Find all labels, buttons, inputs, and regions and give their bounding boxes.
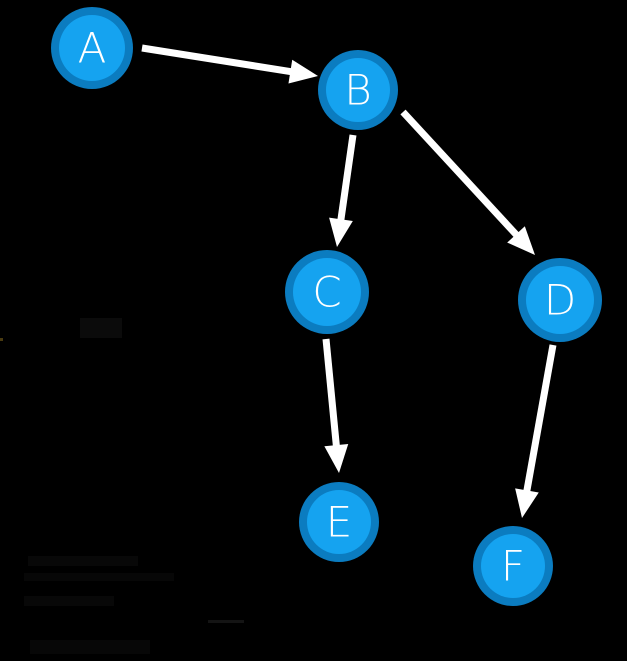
graph-node-D[interactable]: D (518, 258, 602, 342)
graph-node-A[interactable]: A (51, 7, 133, 89)
background-artifact-0 (80, 318, 122, 338)
background-artifact-3 (24, 573, 174, 581)
node-body[interactable] (526, 266, 594, 334)
arrowhead-A-B (288, 59, 318, 84)
background-artifact-5 (30, 640, 150, 654)
edge-B-D (400, 109, 522, 240)
node-body[interactable] (481, 534, 545, 598)
graph-node-B[interactable]: B (318, 50, 398, 130)
graph-node-C[interactable]: C (285, 250, 369, 334)
arrowhead-C-E (324, 443, 349, 473)
background-artifact-4 (24, 596, 114, 606)
edge-D-F (522, 344, 557, 495)
edge-B-C (336, 134, 357, 224)
edge-A-B (141, 44, 295, 76)
node-body[interactable] (59, 15, 125, 81)
arrowhead-D-F (515, 488, 539, 518)
graph-node-E[interactable]: E (299, 482, 379, 562)
node-body[interactable] (326, 58, 390, 122)
background-artifact-6 (208, 620, 244, 623)
background-artifact-2 (28, 556, 138, 566)
graph-node-F[interactable]: F (473, 526, 553, 606)
arrowhead-B-D (507, 226, 535, 255)
node-body[interactable] (307, 490, 371, 554)
edge-C-E (322, 338, 341, 450)
node-body[interactable] (293, 258, 361, 326)
arrowhead-B-C (329, 217, 353, 247)
background-artifact-1 (0, 338, 3, 341)
